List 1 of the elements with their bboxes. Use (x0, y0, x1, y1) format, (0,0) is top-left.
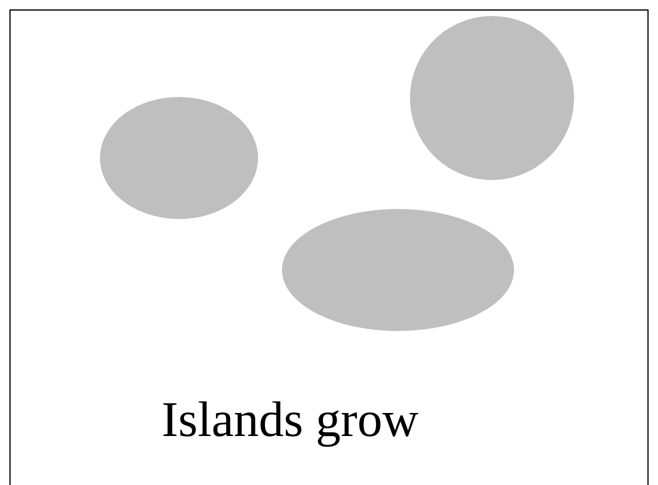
caption-text: Islands grow (163, 401, 418, 447)
